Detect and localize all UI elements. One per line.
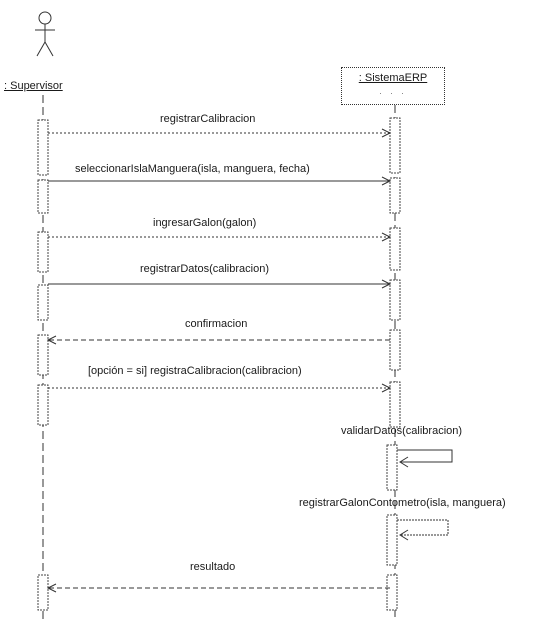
message-arrows	[46, 128, 392, 593]
message-label: validarDatos(calibracion)	[341, 425, 463, 437]
message-label: confirmacion	[185, 318, 248, 330]
actor-figure	[35, 11, 55, 57]
message-arrow-head	[381, 232, 392, 242]
message-label: ingresarGalon(galon)	[153, 217, 257, 229]
message-arrow-head	[46, 583, 57, 593]
system-name: : SistemaERP	[358, 72, 428, 84]
message-arrow-head	[381, 383, 392, 393]
message-arrow-head	[381, 128, 392, 138]
system-activations	[386, 117, 401, 611]
message-arrow-head	[381, 176, 392, 186]
self-call-registrar-galon	[397, 519, 449, 541]
system-subtitle: . . .	[379, 86, 407, 96]
self-call-validar	[397, 449, 453, 468]
message-label: [opción = si] registraCalibracion(calibr…	[88, 365, 302, 377]
message-label: registrarGalonContometro(isla, manguera)	[299, 497, 506, 509]
actor-activations	[37, 119, 49, 611]
message-label: registrarDatos(calibracion)	[140, 263, 269, 275]
system-box: : SistemaERP . . .	[341, 67, 445, 105]
message-label: resultado	[190, 561, 236, 573]
message-arrow-head	[381, 279, 392, 289]
message-label: registrarCalibracion	[160, 113, 256, 125]
message-arrow-head	[46, 335, 57, 345]
actor-name: : Supervisor	[4, 80, 63, 92]
message-label: seleccionarIslaManguera(isla, manguera, …	[75, 163, 310, 175]
